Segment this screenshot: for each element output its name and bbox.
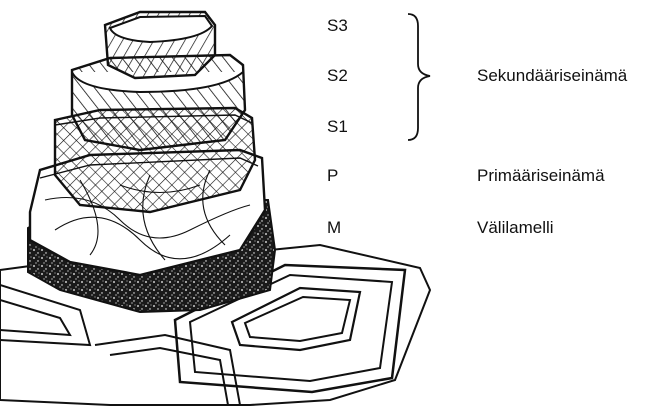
secondary-wall-label: Sekundääriseinämä xyxy=(477,66,628,85)
label-s3: S3 xyxy=(327,16,348,35)
label-s2: S2 xyxy=(327,66,348,85)
label-s1: S1 xyxy=(327,117,348,136)
secondary-wall-brace xyxy=(407,13,431,141)
label-m: M xyxy=(327,218,342,237)
label-p: P xyxy=(327,166,339,185)
primary-wall-label: Primääriseinämä xyxy=(477,166,605,185)
middle-lamella-label: Välilamelli xyxy=(477,218,554,237)
